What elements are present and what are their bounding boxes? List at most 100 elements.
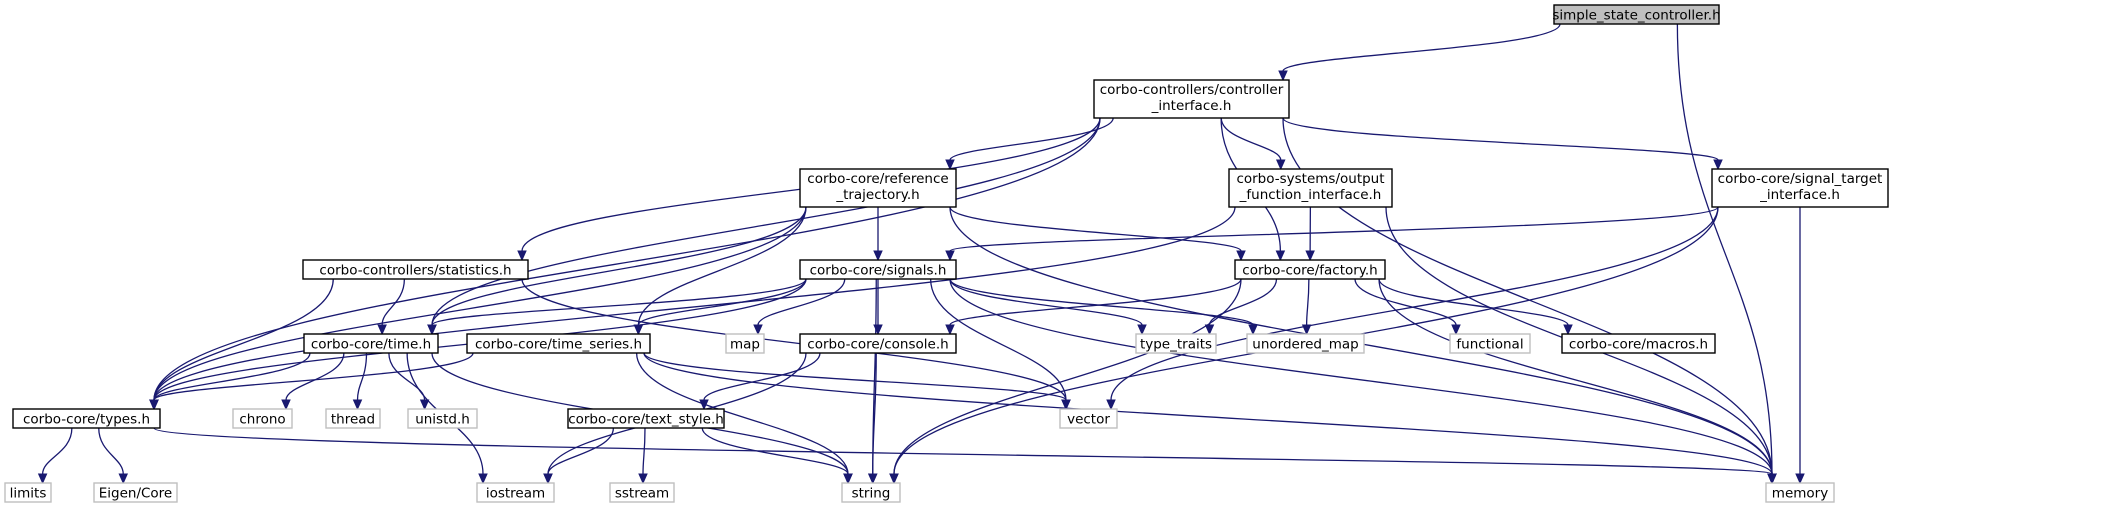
edge-text_style-to-iostream [543, 427, 615, 485]
edge-line [949, 278, 1773, 475]
node-label: thread [331, 412, 375, 428]
node-label: limits [10, 486, 47, 502]
edge-stats-to-time [377, 278, 406, 336]
node-label: vector [1067, 412, 1110, 428]
edge-arrowhead [37, 473, 48, 485]
node-label: sstream [615, 486, 669, 502]
node-box [1135, 333, 1217, 354]
node-corbo-controllers-statistics-h[interactable]: corbo-controllers/statistics.h [302, 259, 529, 280]
edge-line [635, 352, 849, 475]
edge-arrowhead [1301, 324, 1312, 336]
edge-factory-to-functional [1354, 278, 1461, 336]
edge-arrowhead [1061, 399, 1071, 411]
node-corbo-core-console-h[interactable]: corbo-core/console.h [799, 333, 957, 354]
node-box [567, 408, 725, 429]
node-label: corbo-core/text_style.h [568, 412, 724, 428]
edge-sig_target-to-signals [945, 206, 1719, 262]
edge-arrowhead [517, 250, 527, 262]
edge-arrowhead [1275, 250, 1286, 262]
node-iostream: iostream [476, 482, 555, 503]
edge-ctrl_if-to-types [149, 117, 1101, 411]
edge-ref_traj-to-factory [949, 206, 1246, 262]
node-corbo-controllers-controller-interface-h[interactable]: corbo-controllers/controller_interface.h [1093, 79, 1290, 119]
edge-types-to-limits [37, 427, 73, 485]
node-label: _function_interface.h [1239, 187, 1382, 203]
edge-line [388, 352, 426, 401]
edge-types-to-eigen [98, 427, 129, 485]
edge-line [547, 427, 615, 475]
edge-sig_target-to-memory [1795, 206, 1805, 485]
node-box [302, 259, 529, 280]
node-box [12, 408, 161, 429]
node-label: unistd.h [415, 412, 470, 428]
edge-line [381, 278, 406, 326]
edge-line [153, 352, 311, 401]
edge-line [1208, 278, 1278, 326]
node-thread: thread [325, 408, 381, 429]
edge-text_style-to-string [701, 427, 853, 485]
edge-line [701, 427, 849, 475]
node-corbo-systems-output-function-interface-h[interactable]: corbo-systems/output_function_interface.… [1228, 168, 1393, 208]
edge-arrowhead [377, 324, 387, 336]
node-label: simple_state_controller.h [1552, 8, 1720, 24]
edge-arrowhead [149, 399, 159, 411]
node-label: _trajectory.h [835, 187, 919, 203]
edge-time_series-to-vector [643, 352, 1071, 411]
edge-signals-to-time_series [633, 278, 807, 336]
node-corbo-core-reference-trajectory-h[interactable]: corbo-core/reference_trajectory.h [799, 168, 957, 208]
node-box [1765, 482, 1835, 503]
edge-sig_target-to-vector [1106, 206, 1719, 411]
edge-arrowhead [1137, 324, 1147, 336]
edge-factory-to-unordered_map [1301, 278, 1312, 336]
edge-factory-to-console [945, 278, 1242, 336]
edge-arrowhead [945, 250, 955, 262]
node-label: corbo-core/console.h [807, 337, 948, 353]
node-eigen-core: Eigen/Core [93, 482, 178, 503]
node-label: _interface.h [1759, 187, 1840, 203]
edge-arrowhead [1795, 473, 1805, 485]
edge-line [1354, 278, 1457, 326]
node-memory: memory [1765, 482, 1835, 503]
edge-factory-to-memory [1378, 278, 1777, 485]
edge-arrowhead [1248, 324, 1258, 336]
node-corbo-core-factory-h[interactable]: corbo-core/factory.h [1234, 259, 1386, 280]
edge-time-to-unistd [388, 352, 430, 411]
node-corbo-core-signal-target-interface-h[interactable]: corbo-core/signal_target_interface.h [1711, 168, 1889, 208]
node-box [325, 408, 381, 429]
edge-types-to-memory [153, 427, 1777, 485]
node-label: corbo-core/signals.h [810, 263, 947, 279]
node-label: corbo-core/types.h [23, 412, 150, 428]
edge-line [153, 352, 474, 401]
edge-line [637, 278, 807, 326]
node-corbo-core-types-h[interactable]: corbo-core/types.h [12, 408, 161, 429]
node-label: memory [1772, 486, 1828, 502]
edge-arrowhead [1451, 324, 1461, 336]
node-simple-state-controller-h[interactable]: simple_state_controller.h [1552, 4, 1721, 25]
node-box [725, 333, 765, 354]
node-box [1561, 333, 1716, 354]
node-label: functional [1456, 337, 1523, 353]
edge-arrowhead [699, 399, 709, 411]
edge-factory-to-string [889, 278, 1242, 485]
edge-time-to-thread [352, 352, 368, 411]
node-sstream: sstream [609, 482, 675, 503]
node-corbo-core-time-series-h[interactable]: corbo-core/time_series.h [466, 333, 651, 354]
edge-arrowhead [843, 473, 853, 485]
node-label: string [852, 486, 891, 502]
edge-line [1378, 278, 1773, 475]
node-string: string [841, 482, 901, 503]
node-box [1234, 259, 1386, 280]
edge-console-to-text_style [699, 352, 821, 411]
edge-line [929, 278, 1067, 401]
node-box [1228, 168, 1393, 208]
node-vector: vector [1059, 408, 1118, 429]
edge-arrowhead [873, 250, 883, 262]
edge-line [643, 352, 1773, 475]
node-box [1059, 408, 1118, 429]
node-corbo-core-signals-h[interactable]: corbo-core/signals.h [799, 259, 957, 280]
node-box [1246, 333, 1365, 354]
node-corbo-core-text-style-h[interactable]: corbo-core/text_style.h [567, 408, 725, 429]
edge-arrowhead [1305, 250, 1315, 262]
node-corbo-core-time-h[interactable]: corbo-core/time.h [303, 333, 439, 354]
node-corbo-core-macros-h[interactable]: corbo-core/macros.h [1561, 333, 1716, 354]
